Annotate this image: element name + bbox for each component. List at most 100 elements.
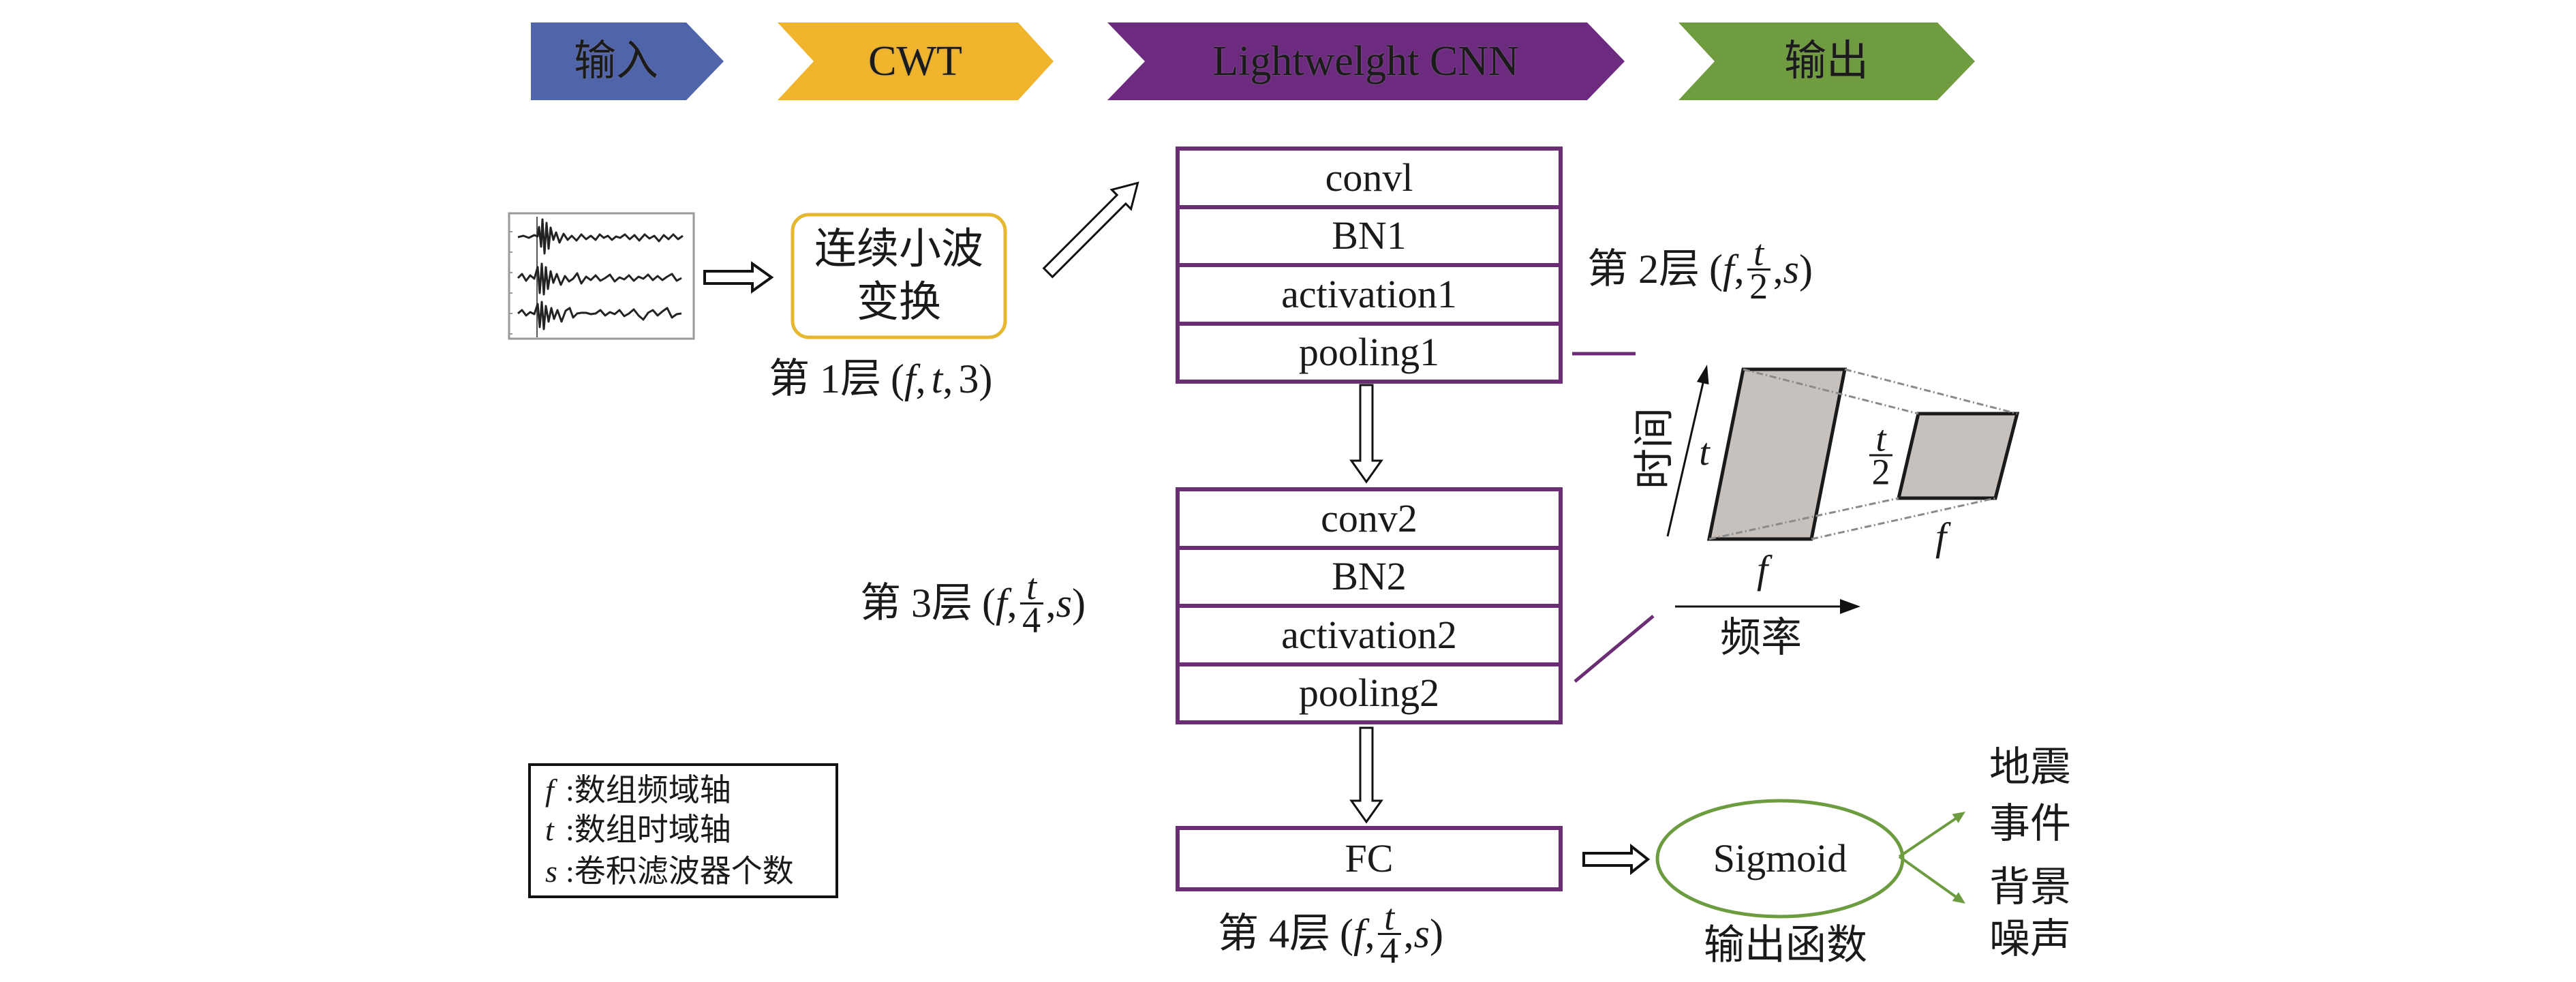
legend-item-t: t:数组时域轴 bbox=[545, 814, 731, 846]
fc-label: FC bbox=[1345, 836, 1394, 880]
pipeline-step-input-chevron bbox=[531, 22, 724, 100]
output-width-label: f bbox=[1935, 515, 1947, 559]
input-height-label: t bbox=[1699, 431, 1710, 474]
legend-separator: : bbox=[566, 854, 574, 889]
layer-4-comma: , bbox=[1403, 911, 1414, 956]
legend-text: 数组频域轴 bbox=[574, 773, 731, 808]
fraction-denominator: 2 bbox=[1871, 451, 1890, 493]
legend-separator: : bbox=[566, 812, 574, 847]
sigmoid-label: Sigmoid bbox=[1713, 836, 1847, 880]
fraction-bar bbox=[1377, 932, 1401, 935]
projection-line bbox=[1844, 368, 2018, 415]
layer-3-comma: , bbox=[1045, 581, 1056, 626]
projection-line bbox=[1708, 497, 1899, 540]
cnn-block-1-row-conv: convl bbox=[1325, 155, 1413, 200]
pooling2-connector-line bbox=[1574, 615, 1655, 683]
layer-3-dim-s: s bbox=[1056, 581, 1073, 626]
cnn-block-1 bbox=[1176, 147, 1563, 384]
fraction-bar bbox=[1747, 268, 1770, 271]
input-width-label: f bbox=[1756, 547, 1768, 592]
output-height-fraction: t 2 bbox=[1869, 420, 1892, 493]
fraction-numerator: t bbox=[1026, 566, 1037, 607]
layer-3-close-paren: ) bbox=[1072, 581, 1086, 626]
output-arrow-earthquake-arrowhead-icon bbox=[1952, 812, 1965, 823]
fraction-denominator: 4 bbox=[1022, 599, 1041, 641]
legend-item-f: f:数组频域轴 bbox=[545, 775, 731, 806]
frequency-axis-arrowhead-icon bbox=[1840, 599, 1860, 614]
waveform-trace-3 bbox=[517, 301, 682, 331]
legend-symbol: f bbox=[545, 773, 554, 808]
layer-2-dim-f: f bbox=[1722, 247, 1734, 292]
layer-3-dim-f: f bbox=[995, 581, 1007, 626]
projection-line bbox=[1811, 497, 1996, 540]
time-axis-arrowhead-icon bbox=[1696, 365, 1709, 385]
cwt-box-line-1: 连续小波 bbox=[814, 226, 984, 273]
layer-4-dim-s: s bbox=[1413, 911, 1430, 956]
frequency-axis-label: 频率 bbox=[1720, 615, 1802, 660]
pipeline-step-cnn-label: Lightwelght CNN bbox=[1212, 38, 1519, 85]
waveform-trace-1 bbox=[517, 218, 684, 255]
fraction-numerator: t bbox=[1753, 232, 1764, 273]
layer-1-dim-channels: 3 bbox=[958, 356, 979, 401]
layer-3-prefix: 第 3层 bbox=[860, 581, 972, 626]
pooling-illustration bbox=[1666, 365, 2020, 614]
layer-2-comma: , bbox=[1734, 247, 1745, 292]
cnn-block-1-row-bn: BN1 bbox=[1332, 213, 1407, 258]
layer-3-open-paren: ( bbox=[982, 581, 996, 626]
projection-line bbox=[1743, 368, 1919, 415]
output-earthquake-line-1: 地震 bbox=[1989, 745, 2071, 790]
layer-4-dim-f: f bbox=[1353, 911, 1365, 956]
layer-2-prefix: 第 2层 bbox=[1587, 247, 1700, 292]
legend-text: 数组时域轴 bbox=[574, 812, 731, 847]
fraction-bar bbox=[1869, 454, 1892, 457]
time-axis-label: 时间 bbox=[1632, 408, 1677, 489]
sigmoid-caption: 输出函数 bbox=[1704, 923, 1867, 968]
layer-2-open-paren: ( bbox=[1709, 247, 1723, 292]
cnn-block-1-row-pooling: pooling1 bbox=[1298, 330, 1440, 374]
cwt-box-line-2: 变换 bbox=[856, 279, 942, 326]
cwt-to-cnn-arrow-icon bbox=[1042, 181, 1139, 279]
layer-4-open-paren: ( bbox=[1340, 911, 1353, 956]
layer-2-shape-label: 第 2层 ( f , t 2 , s ) bbox=[1587, 232, 1813, 305]
time-axis-line bbox=[1666, 382, 1704, 537]
layer-2-dim-s: s bbox=[1783, 247, 1800, 292]
legend-symbol: t bbox=[545, 812, 554, 847]
layer-2-comma: , bbox=[1773, 247, 1783, 292]
pipeline-step-cwt-chevron bbox=[778, 22, 1054, 100]
projection-lines bbox=[1708, 368, 2018, 540]
layer-1-dim-t: t bbox=[931, 356, 943, 401]
fc-to-sigmoid-arrow-icon bbox=[1582, 843, 1651, 876]
layer-4-comma: , bbox=[1364, 911, 1375, 956]
cnn-block-2-row-conv: conv2 bbox=[1321, 496, 1417, 540]
output-arrow-earthquake-line bbox=[1898, 817, 1957, 858]
cnn-block-1-row-activation: activation1 bbox=[1281, 272, 1457, 316]
output-noise-line-2: 噪声 bbox=[1989, 917, 2071, 962]
layer-4-prefix: 第 4层 bbox=[1218, 911, 1330, 956]
fraction-denominator: 4 bbox=[1380, 930, 1399, 971]
cnn-block-2-row-bn: BN2 bbox=[1332, 554, 1407, 598]
layer-3-time-fraction: t 4 bbox=[1019, 566, 1043, 641]
cnn-block-2-row-pooling: pooling2 bbox=[1298, 671, 1440, 715]
waveform-trace-2 bbox=[517, 262, 682, 296]
block1-to-block2-arrow-icon bbox=[1349, 384, 1383, 484]
legend-symbol: s bbox=[545, 854, 557, 889]
layer-1-open-paren: ( bbox=[891, 356, 904, 401]
output-arrow-noise-arrowhead-icon bbox=[1952, 892, 1965, 904]
layer-3-comma: , bbox=[1007, 581, 1017, 626]
legend-separator: : bbox=[566, 773, 574, 808]
fc-box bbox=[1176, 826, 1563, 891]
cnn-block-2 bbox=[1176, 487, 1563, 724]
cwt-box bbox=[791, 213, 1007, 339]
layer-3-shape-label: 第 3层 ( f , t 4 , s ) bbox=[860, 566, 1086, 641]
cnn-block-2-row-activation: activation2 bbox=[1281, 613, 1457, 657]
layer-2-close-paren: ) bbox=[1799, 247, 1813, 292]
pipeline-step-cwt-label: CWT bbox=[868, 38, 962, 85]
layer-1-close-paren: ) bbox=[979, 356, 993, 401]
legend-box bbox=[528, 763, 838, 898]
output-arrow-noise-line bbox=[1898, 855, 1957, 898]
layer-4-time-fraction: t 4 bbox=[1377, 899, 1401, 971]
pipeline-step-input-label: 输入 bbox=[573, 38, 659, 85]
pipeline-step-output-label: 输出 bbox=[1783, 38, 1869, 85]
